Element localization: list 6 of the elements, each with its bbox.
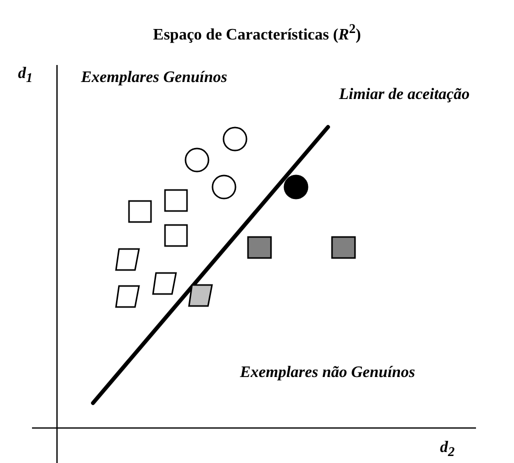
threshold-label: Limiar de aceitação — [339, 87, 470, 103]
region-label: Exemplares Genuínos — [81, 70, 228, 86]
axis-label: d$_{1}$ — [18, 66, 33, 85]
region-label: Exemplares não Genuínos — [240, 365, 416, 381]
axis-label: d$_{2}$ — [440, 440, 455, 459]
diagram-title: Espaço de Características (R$^{2}$) — [152, 22, 362, 44]
